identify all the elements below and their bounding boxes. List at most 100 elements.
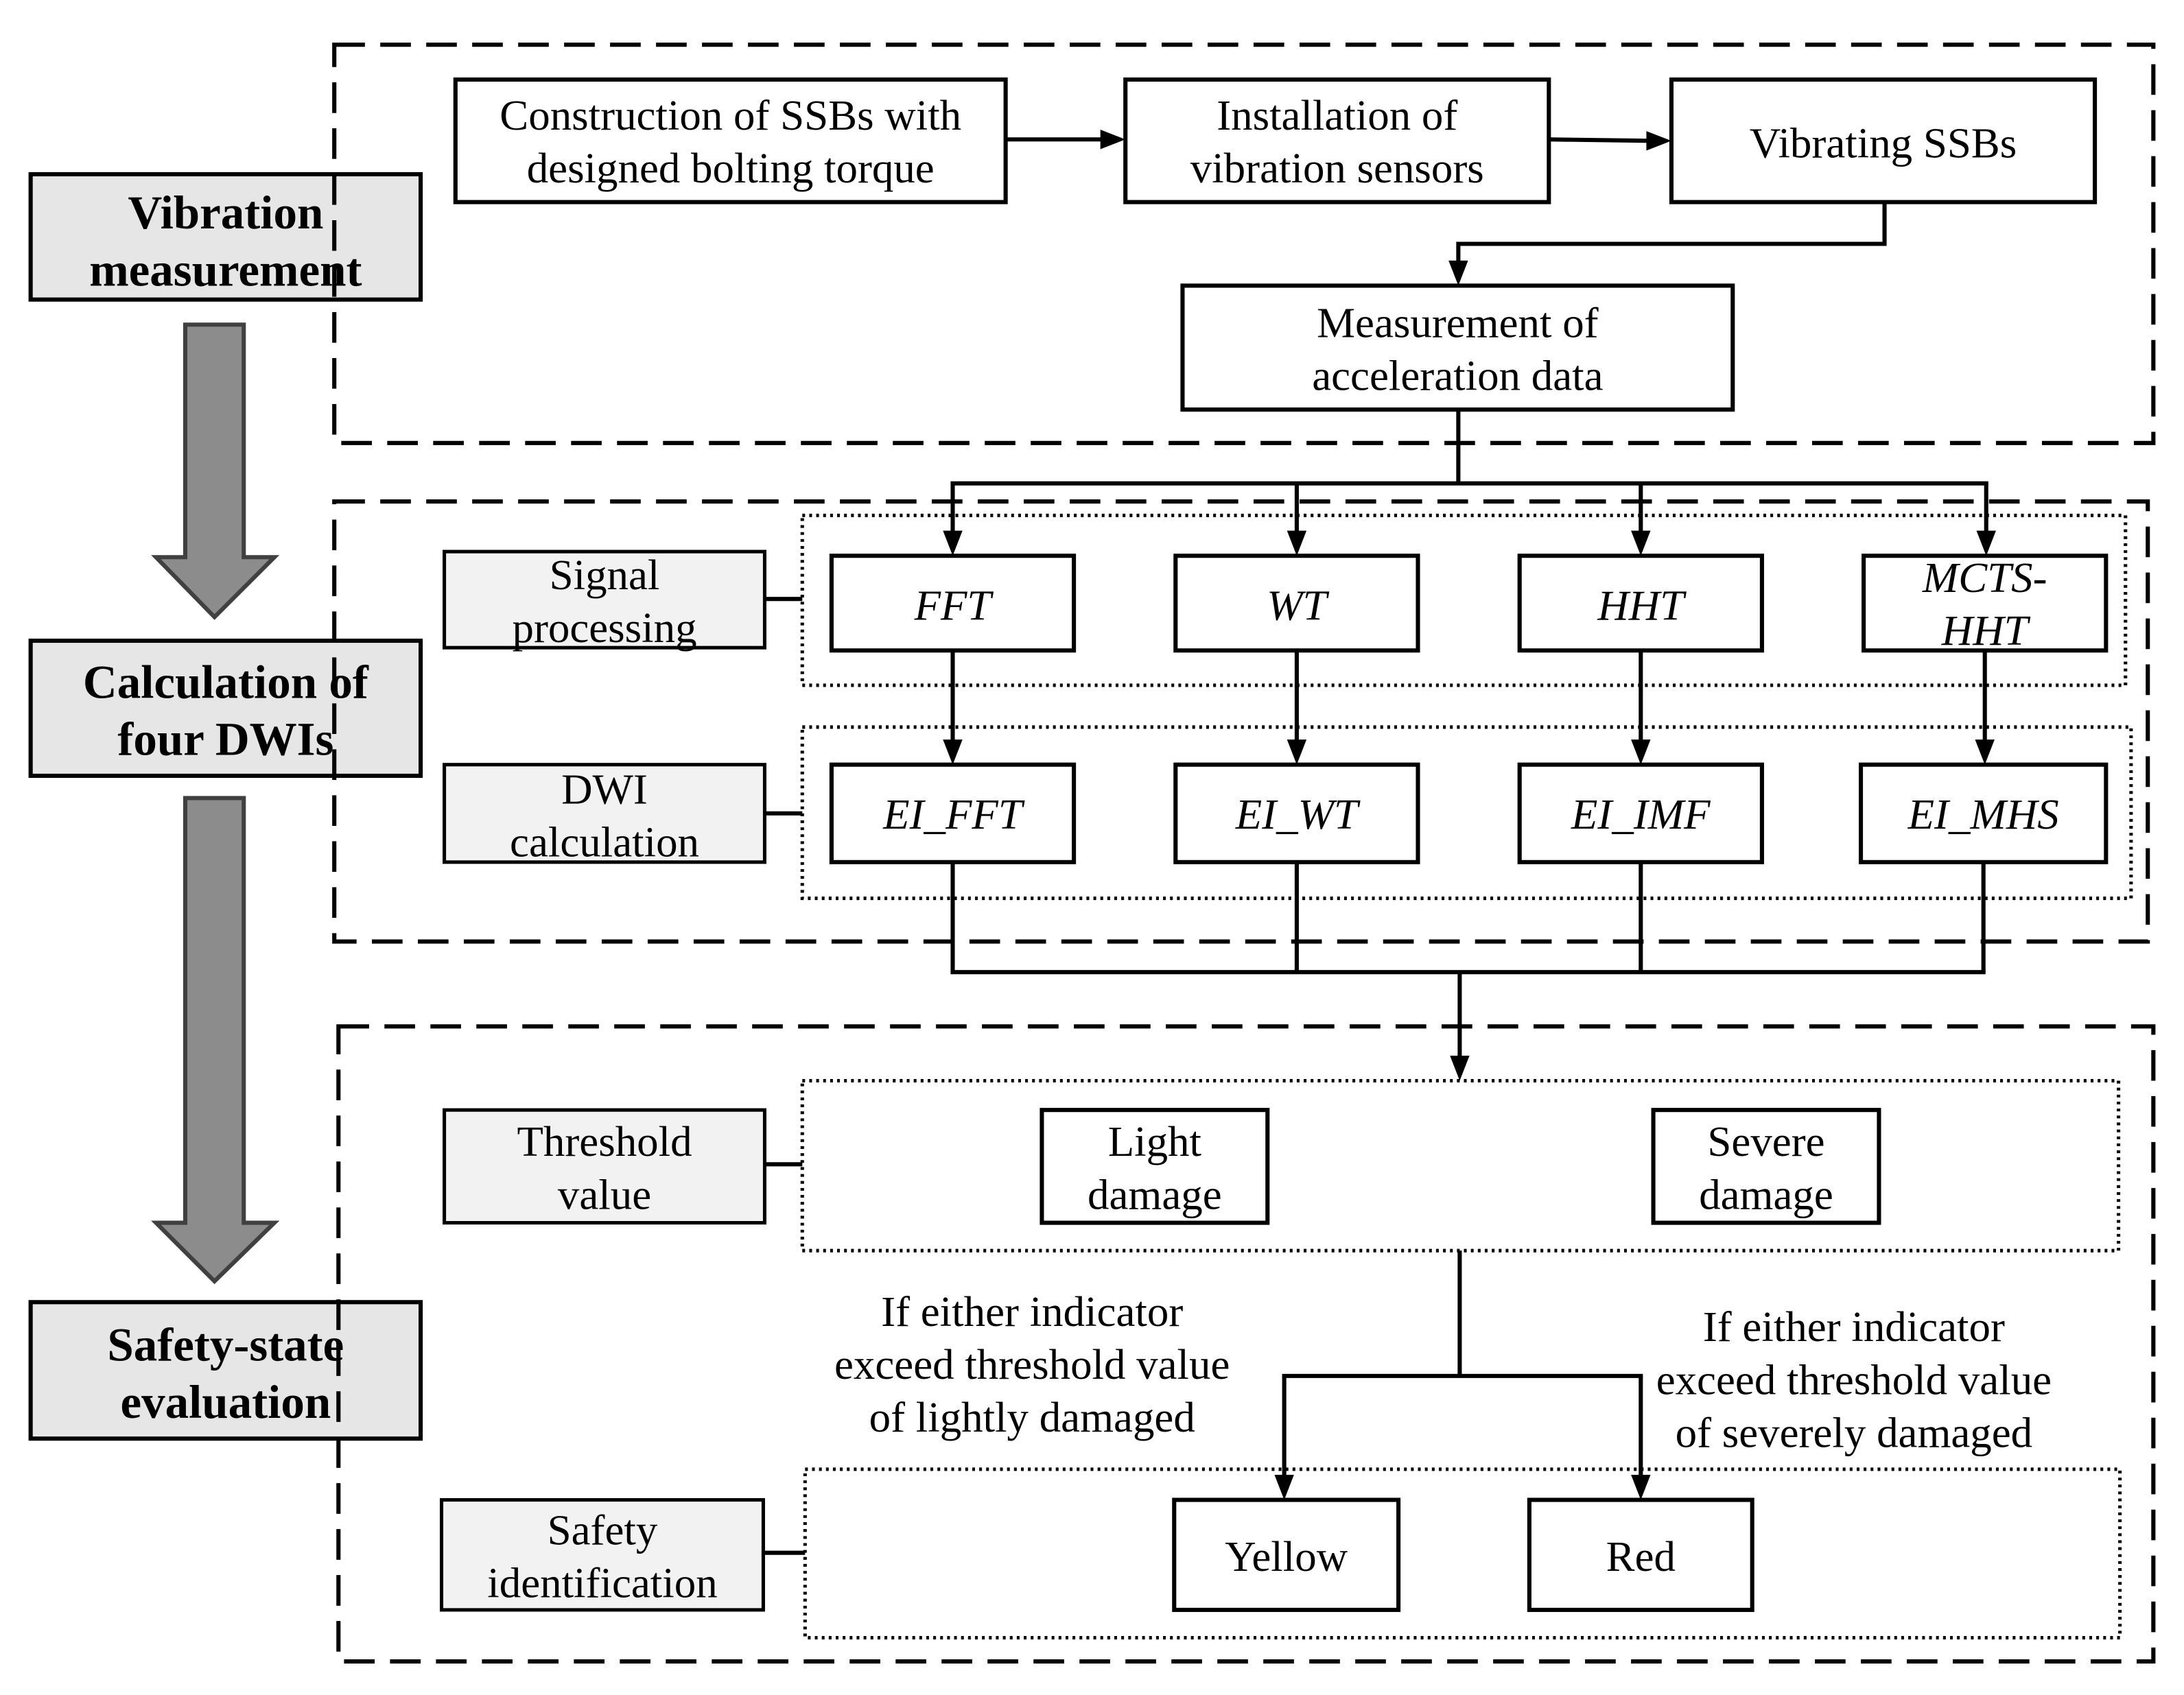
arrowhead <box>1287 530 1307 556</box>
method-text: FFT <box>914 582 994 630</box>
threshold-text-line: damage <box>1699 1170 1833 1218</box>
arrow-thresholds-to-states <box>1274 1250 1651 1500</box>
method-wt: WT <box>1173 554 1420 653</box>
method-hht: HHT <box>1517 554 1764 653</box>
condition-text-line: of severely damaged <box>1676 1408 2032 1456</box>
stage-label-line: Vibration <box>128 187 323 239</box>
condition-text-line: If either indicator <box>1703 1303 2005 1351</box>
arrowhead <box>1100 130 1126 150</box>
indicator-box <box>1517 762 1764 864</box>
indicator-text: EI_WT <box>1235 790 1361 838</box>
arrowhead <box>1631 530 1651 556</box>
indicator-text: EI_MHS <box>1907 790 2059 838</box>
state-yellow: Yellow <box>1172 1497 1401 1612</box>
process-box <box>1123 77 1551 204</box>
indicator-ei-mhs: EI_MHS <box>1859 762 2109 864</box>
method-fft: FFT <box>829 554 1077 653</box>
process-text-line: Vibrating SSBs <box>1750 119 2017 167</box>
arrowhead <box>1976 530 1996 556</box>
threshold-box <box>1040 1108 1270 1225</box>
vibrating-box: Vibrating SSBs <box>1669 77 2098 204</box>
condition-text-line: exceed threshold value <box>834 1340 1230 1388</box>
method-text: HHT <box>1597 582 1687 630</box>
indicator-ei-wt: EI_WT <box>1173 762 1420 864</box>
method-box <box>829 554 1077 653</box>
label-text-line: calculation <box>510 818 699 866</box>
arrowhead <box>1975 739 1995 765</box>
process-text-line: acceleration data <box>1312 352 1603 400</box>
method-box <box>1517 554 1764 653</box>
stage-flow-arrow-outline <box>151 796 280 1285</box>
threshold-light-damage: Light damage <box>1040 1108 1270 1225</box>
process-text-line: Measurement of <box>1317 299 1599 347</box>
method-text: MCTS- <box>1922 554 2047 602</box>
label-text-line: value <box>558 1170 651 1218</box>
stage-label-line: four DWIs <box>117 713 333 766</box>
threshold-text-line: damage <box>1088 1170 1222 1218</box>
threshold-box <box>1651 1108 1881 1225</box>
process-text-line: Installation of <box>1217 91 1457 139</box>
stage-flow-arrow-outline <box>151 322 280 620</box>
stage-label-line: measurement <box>89 244 362 296</box>
connector-line <box>1549 137 1654 143</box>
stage-box <box>28 171 423 302</box>
indicator-box <box>829 762 1077 864</box>
label-text-line: Signal <box>550 551 660 599</box>
state-box <box>1172 1497 1401 1612</box>
arrow-vibrating-to-measurement <box>1448 202 1887 286</box>
signal-processing-label: Signal processing <box>443 549 803 652</box>
label-text-line: Safety <box>548 1506 658 1554</box>
indicator-box <box>1173 762 1420 864</box>
safety-identification-label: Safety identification <box>439 1498 806 1612</box>
process-text-line: vibration sensors <box>1190 144 1484 192</box>
indicator-ei-fft: EI_FFT <box>829 762 1077 864</box>
method-box <box>1173 554 1420 653</box>
arrow-construction-to-installation <box>1005 130 1126 150</box>
stage-label-line: Calculation of <box>83 656 369 708</box>
arrowhead <box>1631 1475 1651 1500</box>
label-text-line: identification <box>487 1559 717 1607</box>
label-text-line: Threshold <box>517 1117 692 1165</box>
condition-text-line: exceed threshold value <box>1656 1355 2052 1403</box>
stage-label-line: evaluation <box>121 1376 331 1428</box>
arrowhead <box>1450 1055 1470 1081</box>
section-safety-evaluation <box>336 1024 2156 1664</box>
process-text-line: designed bolting torque <box>527 144 935 192</box>
label-text-line: processing <box>512 604 696 652</box>
identification-group <box>803 1467 2122 1640</box>
arrowhead <box>1631 739 1651 765</box>
stage-vibration-measurement: Vibration measurement <box>28 171 423 302</box>
threshold-value-label: Threshold value <box>443 1108 803 1225</box>
condition-text-line: of lightly damaged <box>869 1393 1195 1441</box>
signal-processing-group <box>800 513 2128 687</box>
construction-box: Construction of SSBs with designed bolti… <box>453 77 1008 204</box>
threshold-text-line: Light <box>1108 1117 1202 1165</box>
arrowhead <box>943 739 963 765</box>
stage-flow-arrow <box>156 798 274 1281</box>
label-box <box>439 1498 765 1612</box>
installation-box: Installation of vibration sensors <box>1123 77 1551 204</box>
stage-safety-state-evaluation: Safety-state evaluation <box>28 1300 423 1441</box>
arrowhead <box>943 530 963 556</box>
arrows-methods-to-indicators <box>943 650 1995 765</box>
dwi-calculation-group <box>800 725 2133 901</box>
arrowhead <box>1448 260 1468 286</box>
connector-line <box>1456 202 1887 268</box>
arrow-installation-to-vibrating <box>1549 131 1671 151</box>
threshold-group <box>800 1078 2121 1253</box>
condition-text-line: If either indicator <box>881 1288 1183 1336</box>
arrow-measurement-to-methods <box>943 410 1996 556</box>
stage-label-line: Safety-state <box>107 1319 344 1371</box>
stage-box <box>28 639 423 779</box>
state-text: Red <box>1606 1532 1676 1580</box>
state-red: Red <box>1527 1497 1754 1612</box>
label-text-line: DWI <box>561 766 648 814</box>
stage-box <box>28 1300 423 1441</box>
method-mcts-hht: MCTS- HHT <box>1862 554 2109 654</box>
arrowhead <box>1646 131 1671 151</box>
condition-severe-damage: If either indicator exceed threshold val… <box>1656 1303 2052 1456</box>
indicator-text: EI_FFT <box>882 790 1025 838</box>
condition-light-damage: If either indicator exceed threshold val… <box>834 1288 1230 1441</box>
section-dwi-calculation <box>332 499 2150 944</box>
